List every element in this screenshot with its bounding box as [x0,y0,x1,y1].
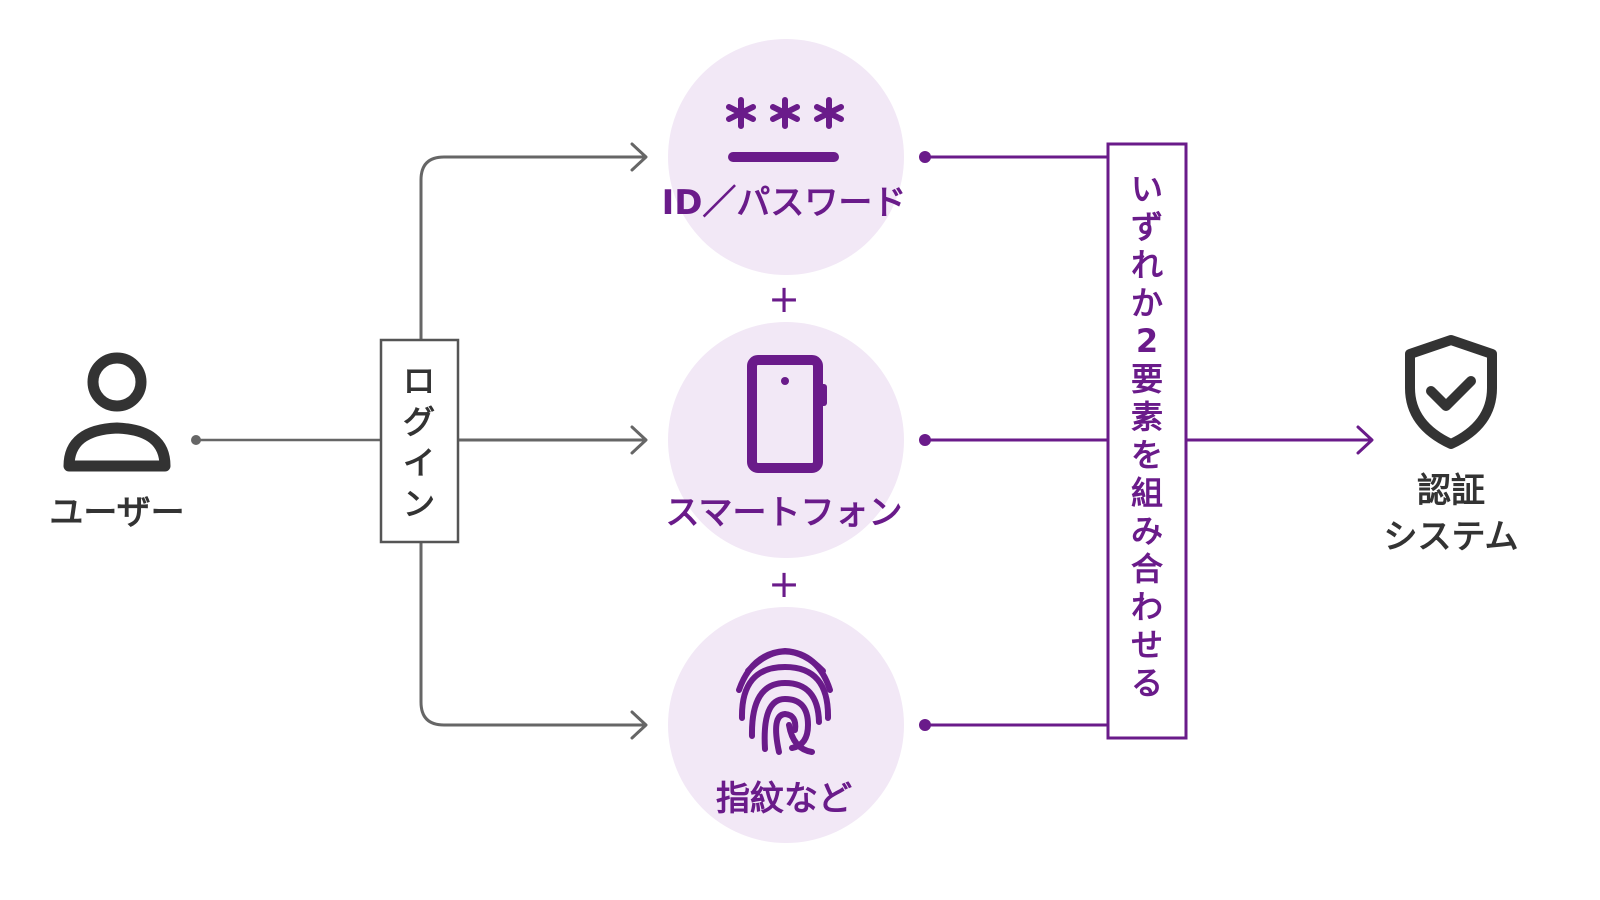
system-label: システム [1384,517,1519,557]
system-label: 認証 [1417,471,1485,511]
combine-char: 2 [1136,322,1158,360]
login-char: グ [403,403,435,441]
combine-char: わ [1131,588,1163,626]
password-icon [726,97,844,162]
login-label: ロ グ イ ン [403,362,435,523]
combine-char: れ [1131,246,1163,284]
combine-char: 要 [1131,360,1163,398]
combine-label: い ず れ か 2 要 素 を 組 み 合 わ せ る [1131,170,1163,702]
plus-sign: + [768,562,800,606]
login-char: ン [403,485,435,523]
factor-connectors [925,155,1108,727]
factor-label-fingerprint: 指紋など [716,779,852,819]
combine-char: ず [1131,208,1163,246]
combine-char: い [1131,170,1163,208]
plus-sign: + [768,277,800,321]
login-char: イ [403,444,435,482]
combine-char: を [1131,436,1163,474]
factor-label-smartphone: スマートフォン [666,493,903,533]
user-label: ユーザー [49,493,184,533]
shield-check-icon [1405,335,1497,449]
login-box [379,338,460,544]
fingerprint-icon [736,647,833,755]
combine-char: 組 [1131,474,1163,512]
combine-char: 素 [1131,398,1163,436]
combine-char: か [1131,284,1163,322]
combine-char: み [1131,512,1163,550]
combine-char: せ [1131,626,1163,664]
combine-char: る [1131,664,1163,702]
smartphone-icon [747,355,827,473]
factor-circle-smartphone [668,322,904,558]
factor-label-password: ID／パスワード [662,183,907,223]
person-icon [63,352,171,472]
arrowheads-gray [630,142,648,740]
login-branch-lines [419,155,646,727]
arrowhead-purple [1356,425,1374,455]
login-char: ロ [403,362,435,400]
connector-dots [919,151,931,731]
combine-char: 合 [1131,550,1163,588]
